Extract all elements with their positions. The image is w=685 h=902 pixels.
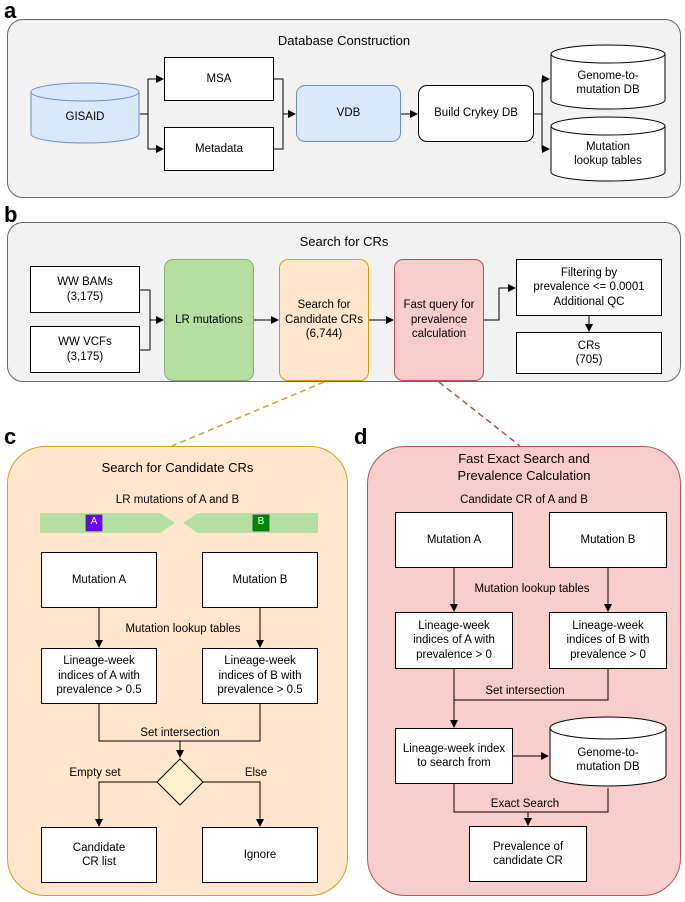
metadata-node: Metadata bbox=[164, 127, 274, 171]
else-label: Else bbox=[244, 767, 268, 779]
lr-mutation-bars bbox=[40, 513, 318, 533]
vdb-node: VDB bbox=[296, 85, 401, 142]
c-mutation-a-node: Mutation A bbox=[41, 552, 157, 608]
ww-bams-node: WW BAMs (3,175) bbox=[30, 266, 140, 313]
fast-query-node: Fast query for prevalence calculation bbox=[394, 259, 484, 381]
build-crykey-db-node: Build Crykey DB bbox=[418, 85, 534, 142]
d-mutation-b-node: Mutation B bbox=[549, 512, 667, 568]
c-set-intersection-label: Set intersection bbox=[140, 727, 220, 739]
mutation-a-marker bbox=[85, 514, 103, 532]
panel-a-title: Database Construction bbox=[277, 33, 411, 48]
panel-c-title: Search for Candidate CRs bbox=[101, 460, 254, 475]
exact-search-label: Exact Search bbox=[490, 798, 560, 810]
d-genome-db-label: Genome-to- mutation DB bbox=[576, 747, 640, 774]
c-lookup-label: Mutation lookup tables bbox=[125, 623, 241, 635]
mutation-lookup-tables-node bbox=[550, 116, 666, 182]
panel-b-title: Search for CRs bbox=[299, 234, 389, 249]
d-set-intersection-label: Set intersection bbox=[485, 685, 565, 697]
panel-d-title: Fast Exact Search and Prevalence Calcula… bbox=[457, 451, 591, 483]
c-indices-b-node: Lineage-week indices of B with prevalenc… bbox=[202, 648, 318, 704]
panel-d-letter: d bbox=[354, 424, 368, 449]
panel-b-letter: b bbox=[4, 202, 18, 227]
msa-node: MSA bbox=[164, 57, 274, 101]
filtering-node: Filtering by prevalence <= 0.0001 Additi… bbox=[516, 259, 662, 316]
search-candidate-crs-node: Search for Candidate CRs (6,744) bbox=[279, 259, 369, 381]
lr-mutations-label: LR mutations of A and B bbox=[115, 494, 240, 506]
genome-to-mutation-db-node bbox=[550, 44, 666, 110]
c-indices-a-node: Lineage-week indices of A with prevalenc… bbox=[41, 648, 157, 704]
genome-db-label: Genome-to- mutation DB bbox=[576, 70, 640, 97]
lookup-tables-label: Mutation lookup tables bbox=[574, 141, 642, 168]
ignore-node: Ignore bbox=[202, 827, 318, 883]
lr-mutations-node: LR mutations bbox=[164, 259, 254, 381]
d-mutation-a-node: Mutation A bbox=[395, 512, 513, 568]
ww-vcfs-node: WW VCFs (3,175) bbox=[30, 326, 140, 373]
prevalence-candidate-cr-node: Prevalence of candidate CR bbox=[469, 826, 587, 882]
crs-result-node: CRs (705) bbox=[516, 332, 662, 374]
empty-set-label: Empty set bbox=[69, 767, 121, 779]
mutation-b-marker bbox=[252, 514, 270, 532]
panel-c-letter: c bbox=[4, 424, 17, 449]
panel-a-letter: a bbox=[4, 0, 17, 23]
d-indices-a-node: Lineage-week indices of A with prevalenc… bbox=[395, 612, 513, 669]
d-lookup-label: Mutation lookup tables bbox=[474, 583, 590, 595]
decision-diamond bbox=[156, 758, 204, 806]
tag-a-label: A bbox=[90, 516, 98, 527]
candidate-cr-label: Candidate CR of A and B bbox=[460, 494, 588, 506]
candidate-cr-list-node: Candidate CR list bbox=[41, 827, 157, 883]
gisaid-label: GISAID bbox=[65, 111, 105, 123]
gisaid-database-node bbox=[30, 82, 140, 144]
c-mutation-b-node: Mutation B bbox=[202, 552, 318, 608]
tag-b-label: B bbox=[257, 516, 265, 527]
lineage-week-index-node: Lineage-week index to search from bbox=[395, 728, 513, 784]
d-genome-to-mutation-db-node bbox=[549, 716, 667, 787]
d-indices-b-node: Lineage-week indices of B with prevalenc… bbox=[549, 612, 667, 669]
